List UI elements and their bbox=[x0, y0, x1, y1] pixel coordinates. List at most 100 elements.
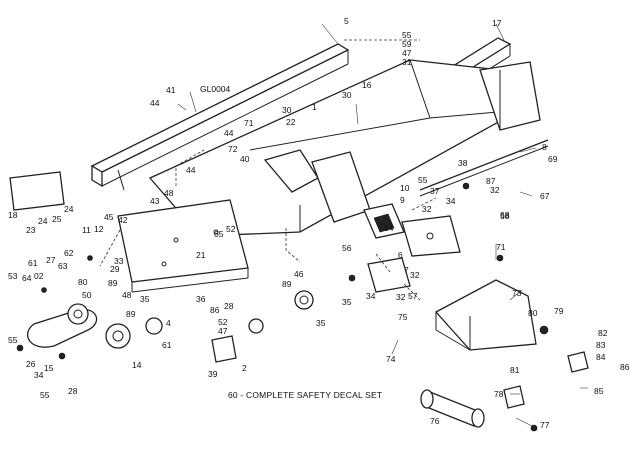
callout-57: 57 bbox=[408, 291, 418, 301]
callout-17: 17 bbox=[492, 18, 502, 28]
callout-18: 18 bbox=[8, 210, 18, 220]
callout-43: 43 bbox=[150, 196, 160, 206]
callout-35: 35 bbox=[316, 318, 326, 328]
callout-32: 32 bbox=[490, 185, 500, 195]
callout-27: 27 bbox=[46, 255, 56, 265]
callout-71: 71 bbox=[496, 242, 506, 252]
callout-77: 77 bbox=[540, 420, 550, 430]
callout-72: 72 bbox=[228, 144, 238, 154]
callout-55: 55 bbox=[402, 30, 412, 40]
callout-87: 87 bbox=[486, 176, 496, 186]
gearbox bbox=[363, 203, 405, 239]
top-link-bracket bbox=[503, 351, 589, 409]
callout-31: 31 bbox=[402, 57, 412, 67]
callout-86: 86 bbox=[210, 305, 220, 315]
callout-50: 50 bbox=[82, 290, 92, 300]
callout-52: 52 bbox=[226, 224, 236, 234]
callout-32: 32 bbox=[410, 270, 420, 280]
callout-69: 69 bbox=[548, 154, 558, 164]
callout-16: 16 bbox=[362, 80, 372, 90]
callout-64: 64 bbox=[22, 273, 32, 283]
inner-gearbox-plate bbox=[401, 215, 461, 257]
callout-89: 89 bbox=[126, 309, 136, 319]
decal-18 bbox=[9, 171, 65, 211]
callout-1: 1 bbox=[312, 102, 317, 112]
three-point-hitch bbox=[434, 279, 537, 351]
callout-36: 36 bbox=[196, 294, 206, 304]
callout-30: 30 bbox=[342, 90, 352, 100]
callout-46: 46 bbox=[294, 269, 304, 279]
callout-29: 29 bbox=[110, 264, 120, 274]
callout-55: 55 bbox=[418, 175, 428, 185]
callout-28: 28 bbox=[224, 301, 234, 311]
callout-44: 44 bbox=[150, 98, 160, 108]
callout-40: 40 bbox=[240, 154, 250, 164]
callout-82: 82 bbox=[598, 328, 608, 338]
callout-47: 47 bbox=[218, 326, 228, 336]
callout-9: 9 bbox=[400, 195, 405, 205]
main-housing bbox=[148, 59, 541, 237]
callout-14: 14 bbox=[132, 360, 142, 370]
callout-39: 39 bbox=[208, 369, 218, 379]
callout-75: 75 bbox=[398, 312, 408, 322]
callout-32: 32 bbox=[396, 292, 406, 302]
callout-7: 7 bbox=[404, 265, 409, 275]
callout-45: 45 bbox=[104, 212, 114, 222]
callout-59: 59 bbox=[402, 39, 412, 49]
callout-62: 62 bbox=[64, 248, 74, 258]
drawing-id: GL0004 bbox=[200, 84, 231, 94]
callout-89: 89 bbox=[282, 279, 292, 289]
leader-lines bbox=[177, 23, 588, 427]
callout-81: 81 bbox=[510, 365, 520, 375]
callout-78: 78 bbox=[494, 389, 504, 399]
callout-23: 23 bbox=[26, 225, 36, 235]
side-panel bbox=[117, 199, 249, 293]
callout-02: 02 bbox=[34, 271, 44, 281]
callout-61: 61 bbox=[162, 340, 172, 350]
callout-15: 15 bbox=[44, 363, 54, 373]
callout-8: 8 bbox=[542, 142, 547, 152]
callout-41: 41 bbox=[166, 85, 176, 95]
callout-52: 52 bbox=[218, 317, 228, 327]
callout-55: 55 bbox=[40, 390, 50, 400]
pto-shaft bbox=[420, 389, 485, 428]
callout-10: 10 bbox=[400, 183, 410, 193]
callout-33: 33 bbox=[114, 256, 124, 266]
callout-42: 42 bbox=[118, 215, 128, 225]
callout-74: 74 bbox=[386, 354, 396, 364]
callout-21: 21 bbox=[196, 250, 206, 260]
callout-55: 55 bbox=[8, 335, 18, 345]
callout-73: 73 bbox=[512, 288, 522, 298]
callout-44: 44 bbox=[186, 165, 196, 175]
callout-24: 24 bbox=[64, 204, 74, 214]
callout-26: 26 bbox=[26, 359, 36, 369]
belt-and-pulleys bbox=[27, 290, 314, 349]
caption: 60 - COMPLETE SAFETY DECAL SET bbox=[228, 390, 382, 400]
callout-38: 38 bbox=[458, 158, 468, 168]
callout-6: 6 bbox=[398, 250, 403, 260]
callout-47: 47 bbox=[402, 48, 412, 58]
callout-22: 22 bbox=[286, 117, 296, 127]
callout-68: 68 bbox=[500, 210, 510, 220]
callout-84: 84 bbox=[596, 352, 606, 362]
callout-83: 83 bbox=[596, 340, 606, 350]
callout-24: 24 bbox=[38, 216, 48, 226]
callout-76: 76 bbox=[430, 416, 440, 426]
callout-12: 12 bbox=[94, 224, 104, 234]
callout-32: 32 bbox=[422, 204, 432, 214]
callout-58: 58 bbox=[500, 211, 510, 221]
callout-54: 54 bbox=[384, 223, 394, 233]
callout-11: 11 bbox=[82, 225, 91, 235]
callout-80: 80 bbox=[528, 308, 538, 318]
callout-37: 37 bbox=[430, 186, 440, 196]
callout-86: 86 bbox=[620, 362, 630, 372]
callout-48: 48 bbox=[164, 188, 174, 198]
callout-63: 63 bbox=[58, 261, 68, 271]
callout-44: 44 bbox=[224, 128, 234, 138]
callout-30: 30 bbox=[282, 105, 292, 115]
callout-61: 61 bbox=[28, 258, 38, 268]
callout-25: 25 bbox=[52, 214, 62, 224]
callout-35: 35 bbox=[342, 297, 352, 307]
callout-34: 34 bbox=[34, 370, 44, 380]
